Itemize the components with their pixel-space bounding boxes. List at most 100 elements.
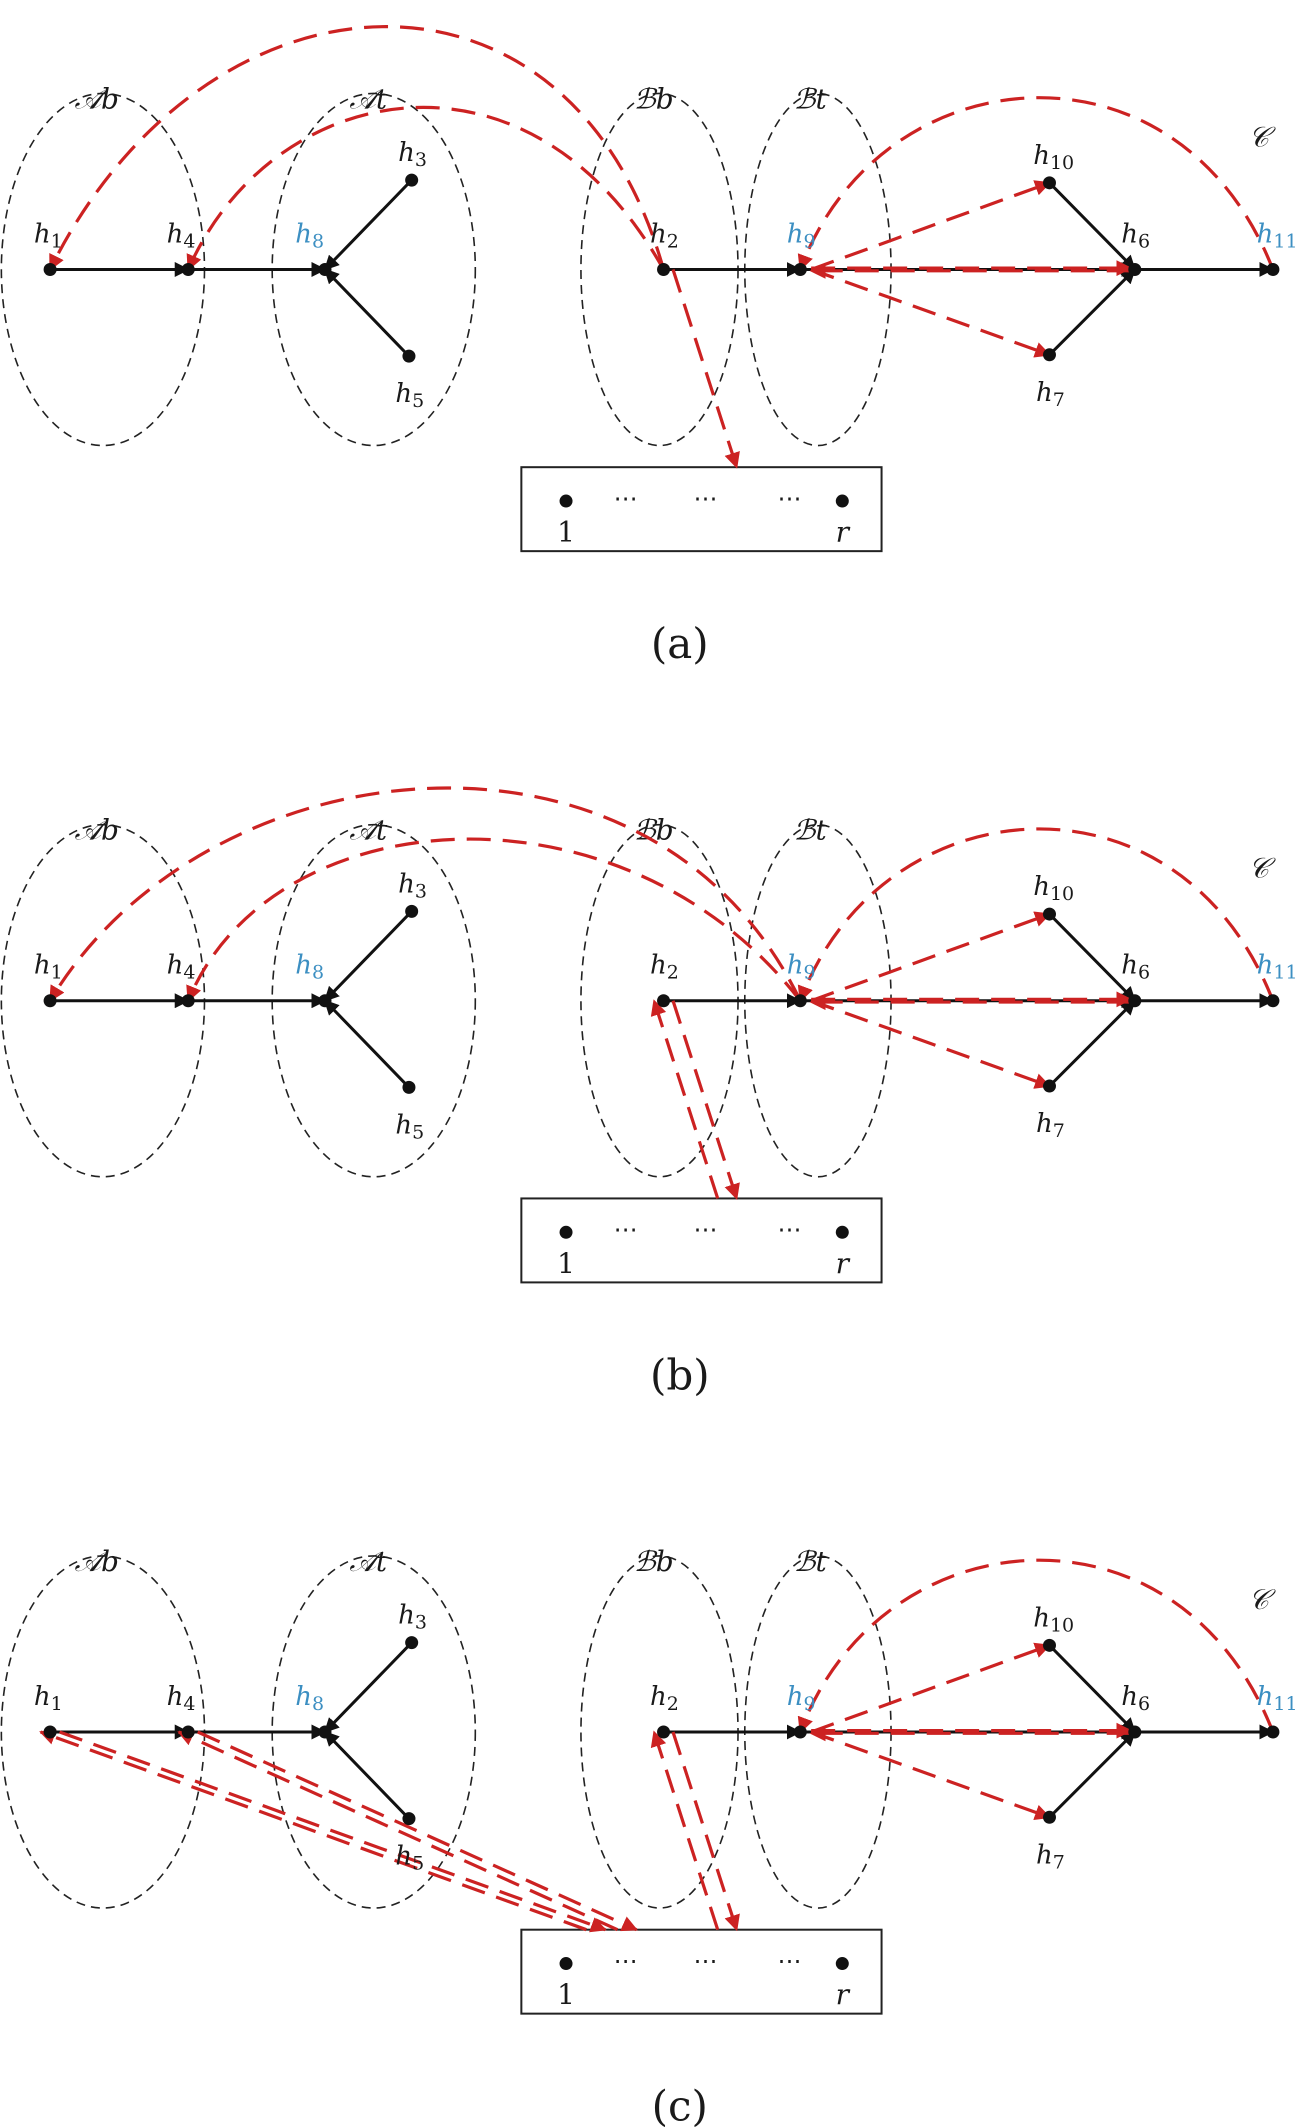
node-h3 [405,1636,419,1650]
box-ellipsis: ⋯ [777,1947,801,1975]
node-h6 [1128,262,1142,276]
red-edge-h11-h9 [797,96,1275,271]
panel-caption: (a) [651,619,709,668]
box-ellipsis: ⋯ [777,484,801,512]
set-c-label: 𝒞 [1249,852,1277,885]
edge-h3-h8 [323,179,413,271]
label-h7: h7 [1036,1840,1065,1873]
box-ellipsis: ⋯ [694,484,718,512]
set-ab-label: 𝒜b [74,814,118,847]
label-h8: h8 [295,1682,324,1715]
label-h8: h8 [295,951,324,984]
node-h2 [657,262,671,276]
red-edge-h9-h7 [810,267,1051,358]
node-h3 [405,173,419,187]
label-h11: h11 [1257,219,1298,252]
node-h9 [793,994,807,1008]
set-bt-label: ℬt [794,814,828,847]
node-h4 [181,262,195,276]
box-label-first: 1 [557,516,575,549]
box-node-r [835,1957,849,1971]
panel-caption: (c) [652,2082,708,2127]
red-edge-h9-h7 [810,1730,1051,1820]
set-bt-label: ℬt [794,1545,828,1578]
node-h11 [1266,1725,1280,1739]
set-bb-label: ℬb [634,82,674,115]
node-h10 [1042,176,1056,190]
panel-caption: (b) [650,1350,710,1399]
node-h9 [793,1725,807,1739]
edge-h10-h6 [1048,181,1136,271]
node-h7 [1042,1810,1056,1824]
box-ellipsis: ⋯ [694,1947,718,1975]
box-ellipsis: ⋯ [777,1216,801,1244]
red-edge-h11-h9 [797,827,1275,1003]
box-label-last: r [836,516,851,549]
label-h3: h3 [398,1601,427,1634]
label-h2: h2 [650,1682,679,1715]
red-edge-h9-h10 [810,180,1051,271]
red-edge-h9-h10 [810,911,1051,1003]
edge-h7-h6 [1048,1730,1136,1819]
red-edge-h9-h1 [48,786,802,1003]
label-h5: h5 [395,1110,424,1143]
label-h7: h7 [1036,378,1065,411]
box-ellipsis: ⋯ [614,1216,638,1244]
node-h2 [657,1725,671,1739]
red-edge-h4-box [197,1730,638,1932]
red-edge-h9-h7 [810,999,1051,1089]
red-edge-box-h2 [650,1730,720,1931]
edge-h7-h6 [1048,999,1136,1088]
node-h8 [318,262,332,276]
edge-h5-h8 [323,999,411,1089]
red-edge-h9-h4 [186,837,802,1003]
set-ab-label: 𝒜b [74,1545,118,1578]
node-h5 [402,1812,416,1826]
label-h5: h5 [395,379,424,412]
label-h4: h4 [167,1682,196,1715]
set-at-label: 𝒜t [349,814,387,847]
box-node-1 [559,494,573,508]
node-h4 [181,994,195,1008]
label-h10: h10 [1033,1603,1074,1636]
edge-h10-h6 [1048,913,1136,1002]
edge-h3-h8 [323,1641,413,1734]
edge-h3-h8 [323,910,413,1002]
box-label-first: 1 [557,1247,575,1280]
node-h11 [1266,994,1280,1008]
node-h2 [657,994,671,1008]
node-h8 [318,994,332,1008]
set-c-label: 𝒞 [1249,120,1277,153]
label-h2: h2 [650,219,679,252]
edge-h10-h6 [1048,1644,1136,1734]
set-bb-label: ℬb [634,1545,674,1578]
box-label-last: r [836,1247,851,1280]
node-h1 [43,994,57,1008]
label-h8: h8 [295,219,324,252]
red-edge-box-h2 [650,999,720,1199]
set-ab-label: 𝒜b [74,82,118,115]
node-h6 [1128,994,1142,1008]
set-c-label: 𝒞 [1249,1583,1277,1616]
edge-h5-h8 [323,268,411,358]
red-edge-h2-h1 [48,25,666,271]
red-edge-h9-h10 [810,1642,1051,1734]
box-label-last: r [836,1978,851,2011]
label-h10: h10 [1033,141,1074,174]
node-h3 [405,904,419,918]
set-bt-label: ℬt [794,82,828,115]
node-h9 [793,262,807,276]
label-h4: h4 [167,219,196,252]
label-h10: h10 [1033,872,1074,905]
box-ellipsis: ⋯ [694,1216,718,1244]
node-h1 [43,262,57,276]
node-box [520,1197,883,1284]
box-label-first: 1 [557,1978,575,2011]
red-edge-box-h4 [177,1730,619,1932]
box-node-r [835,1225,849,1239]
label-h11: h11 [1257,951,1298,984]
label-h1: h1 [34,219,63,252]
node-h8 [318,1725,332,1739]
